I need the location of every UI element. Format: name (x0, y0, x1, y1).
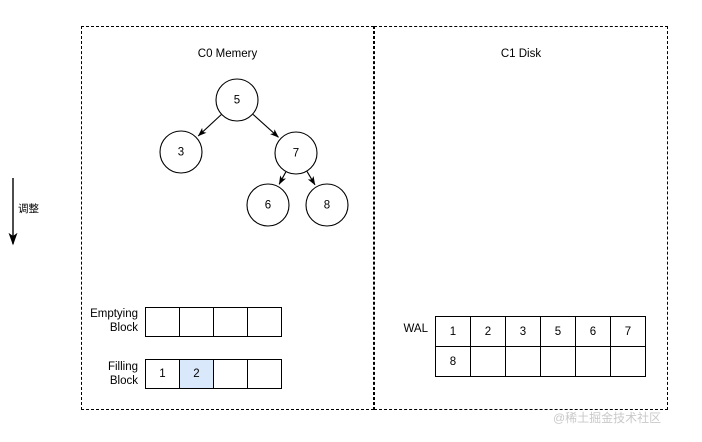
wal-cell (470, 346, 506, 377)
tree-node: 8 (305, 183, 349, 227)
tree-nodes: 5 3 7 6 8 (159, 78, 349, 227)
tree-node-label: 5 (234, 95, 240, 107)
flow-arrow-label: 调整 (18, 203, 39, 215)
table-row: 8 (435, 346, 646, 377)
tree-node-label: 3 (178, 147, 184, 159)
tree-node: 5 (215, 78, 259, 122)
emptying-block-grid (145, 307, 282, 337)
tree-node-circle (274, 131, 318, 175)
tree-node: 6 (246, 183, 290, 227)
wal-cell: 8 (435, 346, 471, 377)
tree-node-label: 6 (265, 200, 271, 212)
tree-edge (252, 113, 279, 138)
tree-node: 7 (274, 131, 318, 175)
filling-block-cell (213, 359, 248, 389)
tree-node-label: 7 (293, 148, 299, 160)
emptying-block-cell (179, 307, 214, 337)
panel-title-c0-memory: C0 Memery (197, 48, 258, 60)
watermark: @稀土掘金技术社区 (553, 411, 662, 425)
tree-node-circle (246, 183, 290, 227)
wal-cell (505, 346, 541, 377)
emptying-block-cell (145, 307, 180, 337)
filling-block-label-line1: Filling (107, 361, 138, 373)
wal-label: WAL (403, 323, 429, 335)
tree-node-circle (215, 78, 259, 122)
tree-edge (278, 171, 287, 185)
tree-node: 3 (159, 130, 203, 174)
panel-title-c1-disk: C1 Disk (500, 48, 542, 60)
table-row (145, 307, 282, 337)
tree-edge (197, 114, 222, 137)
panel-c0-memory (81, 26, 374, 410)
filling-block-label: Filling Block (60, 360, 138, 388)
down-arrow-icon (8, 178, 18, 246)
tree-node-circle (159, 130, 203, 174)
wal-cell: 6 (575, 316, 611, 347)
filling-block-cell: 1 (145, 359, 180, 389)
emptying-block-label: Emptying Block (60, 307, 138, 335)
wal-cell: 1 (435, 316, 471, 347)
filling-block-cell: 2 (179, 359, 214, 389)
emptying-block-label-line2: Block (109, 322, 138, 334)
wal-cell: 7 (610, 316, 646, 347)
wal-cell (575, 346, 611, 377)
wal-cell (540, 346, 576, 377)
tree-edges (197, 113, 316, 186)
filling-block-cell (247, 359, 282, 389)
tree-node-label: 8 (324, 200, 330, 212)
wal-cell: 5 (540, 316, 576, 347)
filling-block-label-line2: Block (109, 375, 138, 387)
tree-edge (306, 171, 316, 186)
wal-cell: 3 (505, 316, 541, 347)
panel-c1-disk (374, 26, 668, 410)
emptying-block-cell (247, 307, 282, 337)
wal-cell (610, 346, 646, 377)
emptying-block-label-line1: Emptying (90, 308, 138, 320)
wal-cell: 2 (470, 316, 506, 347)
emptying-block-cell (213, 307, 248, 337)
tree-node-circle (305, 183, 349, 227)
binary-tree: 5 3 7 6 8 (159, 78, 349, 227)
